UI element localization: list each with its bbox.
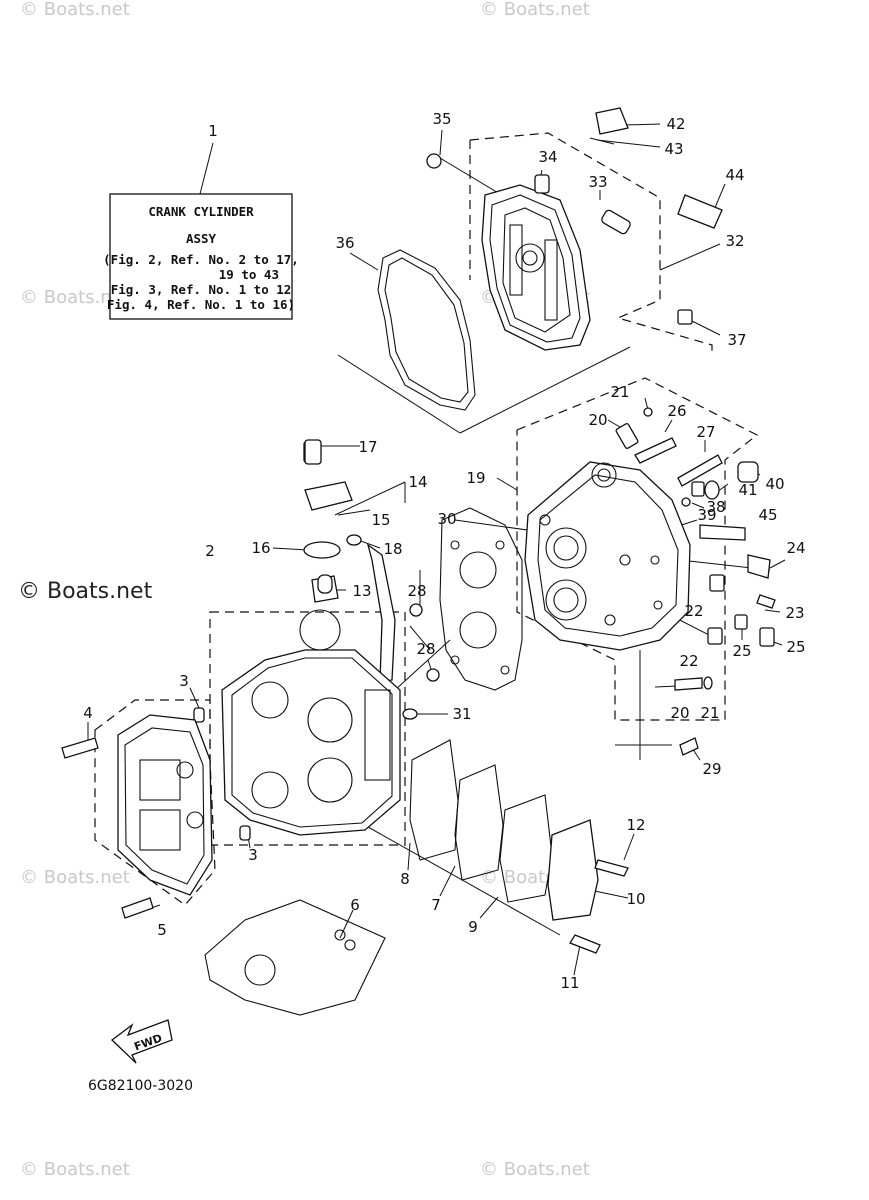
ref-num-14: 14 — [408, 473, 427, 491]
watermark-brand: © Boats.net — [18, 579, 153, 604]
crankcase-bottom-gasket — [204, 899, 386, 1016]
ref-num-25b: 25 — [786, 638, 805, 656]
bolt-11 — [569, 934, 601, 954]
bolt-4 — [61, 737, 99, 759]
ref-num-8: 8 — [400, 870, 410, 888]
ref-num-17: 17 — [358, 438, 377, 456]
bolt-12 — [594, 859, 629, 877]
ref-num-34: 34 — [538, 148, 557, 166]
ref-num-20a: 20 — [588, 411, 607, 429]
reference-numbers: 1 2 3 3 4 5 6 7 8 9 10 11 12 13 14 15 16… — [83, 110, 805, 992]
leader-lines — [87, 123, 786, 976]
ref-num-12: 12 — [626, 816, 645, 834]
ref-num-18: 18 — [383, 540, 402, 558]
ref-num-22a: 22 — [684, 602, 703, 620]
ref-num-10: 10 — [626, 890, 645, 908]
watermark-bottom-left: © Boats.net — [20, 1159, 130, 1180]
crankcase-cover — [117, 714, 213, 896]
ref-num-21a: 21 — [610, 383, 629, 401]
ref-num-43: 43 — [664, 140, 683, 158]
breather-fittings — [426, 107, 723, 325]
crankcase-cover-group-outline — [94, 699, 216, 906]
ref-num-3b: 3 — [248, 846, 258, 864]
cylinder-head-group-outline — [516, 377, 759, 721]
watermark-top-left: © Boats.net — [20, 0, 130, 20]
ref-num-30: 30 — [437, 510, 456, 528]
cylinder-head — [524, 461, 691, 651]
ref-num-3a: 3 — [179, 672, 189, 690]
head-bolts-and-fittings — [402, 407, 776, 756]
info-box-line-1: (Fig. 2, Ref. No. 2 to 17, — [103, 252, 299, 267]
ref-num-5: 5 — [157, 921, 167, 939]
ref-num-22b: 22 — [679, 652, 698, 670]
info-box-line-3: Fig. 3, Ref. No. 1 to 12 — [111, 282, 292, 297]
ref-num-24: 24 — [786, 539, 805, 557]
crankcase — [221, 609, 401, 836]
ref-num-27: 27 — [696, 423, 715, 441]
head-cover-gasket — [377, 249, 476, 411]
cylinder-head-cover-group-outline — [469, 132, 713, 355]
ref-num-36: 36 — [335, 234, 354, 252]
ref-num-29: 29 — [702, 760, 721, 778]
ref-num-16: 16 — [251, 539, 270, 557]
ref-num-19: 19 — [466, 469, 485, 487]
watermark-top-right: © Boats.net — [480, 0, 590, 20]
crankcase-group-outline — [209, 611, 406, 846]
ref-num-21b: 21 — [700, 704, 719, 722]
info-box-line-2: 19 to 43 — [219, 267, 279, 282]
ref-num-39: 39 — [697, 506, 716, 524]
ref-num-6: 6 — [350, 896, 360, 914]
ref-num-15: 15 — [371, 511, 390, 529]
ref-num-42: 42 — [666, 115, 685, 133]
drawing-code: 6G82100-3020 — [88, 1078, 193, 1094]
ref-num-44: 44 — [725, 166, 744, 184]
ref-num-31: 31 — [452, 705, 471, 723]
ref-num-2: 2 — [205, 542, 215, 560]
info-box-line-4: Fig. 4, Ref. No. 1 to 16) — [107, 297, 295, 312]
ref-num-25a: 25 — [732, 642, 751, 660]
ref-num-9: 9 — [468, 918, 478, 936]
info-box-subtitle: ASSY — [186, 231, 217, 246]
ref-num-13: 13 — [352, 582, 371, 600]
ref-num-45: 45 — [758, 506, 777, 524]
ref-num-4: 4 — [83, 704, 93, 722]
bolt-5 — [121, 897, 154, 919]
forward-direction-arrow: FWD — [110, 1019, 173, 1064]
ref-num-28a: 28 — [407, 582, 426, 600]
ref-num-1: 1 — [208, 122, 218, 140]
ref-num-40: 40 — [765, 475, 784, 493]
ref-num-26: 26 — [667, 402, 686, 420]
watermark-left-mid: © Boats.net — [20, 287, 130, 308]
ref-num-20b: 20 — [670, 704, 689, 722]
ref-num-32: 32 — [725, 232, 744, 250]
ref-num-7: 7 — [431, 896, 441, 914]
assembly-info-box: CRANK CYLINDER ASSY (Fig. 2, Ref. No. 2 … — [103, 193, 299, 320]
cylinder-head-cover — [481, 184, 591, 351]
bolt-17 — [304, 439, 322, 465]
dowel-pin-upper — [193, 707, 205, 723]
ref-num-37: 37 — [727, 331, 746, 349]
watermark-bottom-right: © Boats.net — [480, 1159, 590, 1180]
ref-num-41: 41 — [738, 481, 757, 499]
ref-num-38: 38 — [706, 498, 725, 516]
dowel-pin-lower — [239, 825, 251, 841]
watermark-left-low: © Boats.net — [20, 867, 130, 888]
cylinder-head-gasket — [439, 507, 523, 691]
ref-num-11: 11 — [560, 974, 579, 992]
exhaust-cover-plates — [409, 739, 599, 921]
ref-num-33: 33 — [588, 173, 607, 191]
ref-num-23: 23 — [785, 604, 804, 622]
thermostat-parts — [303, 441, 396, 683]
ref-num-28b: 28 — [416, 640, 435, 658]
ref-num-35: 35 — [432, 110, 451, 128]
info-box-title: CRANK CYLINDER — [148, 204, 254, 219]
